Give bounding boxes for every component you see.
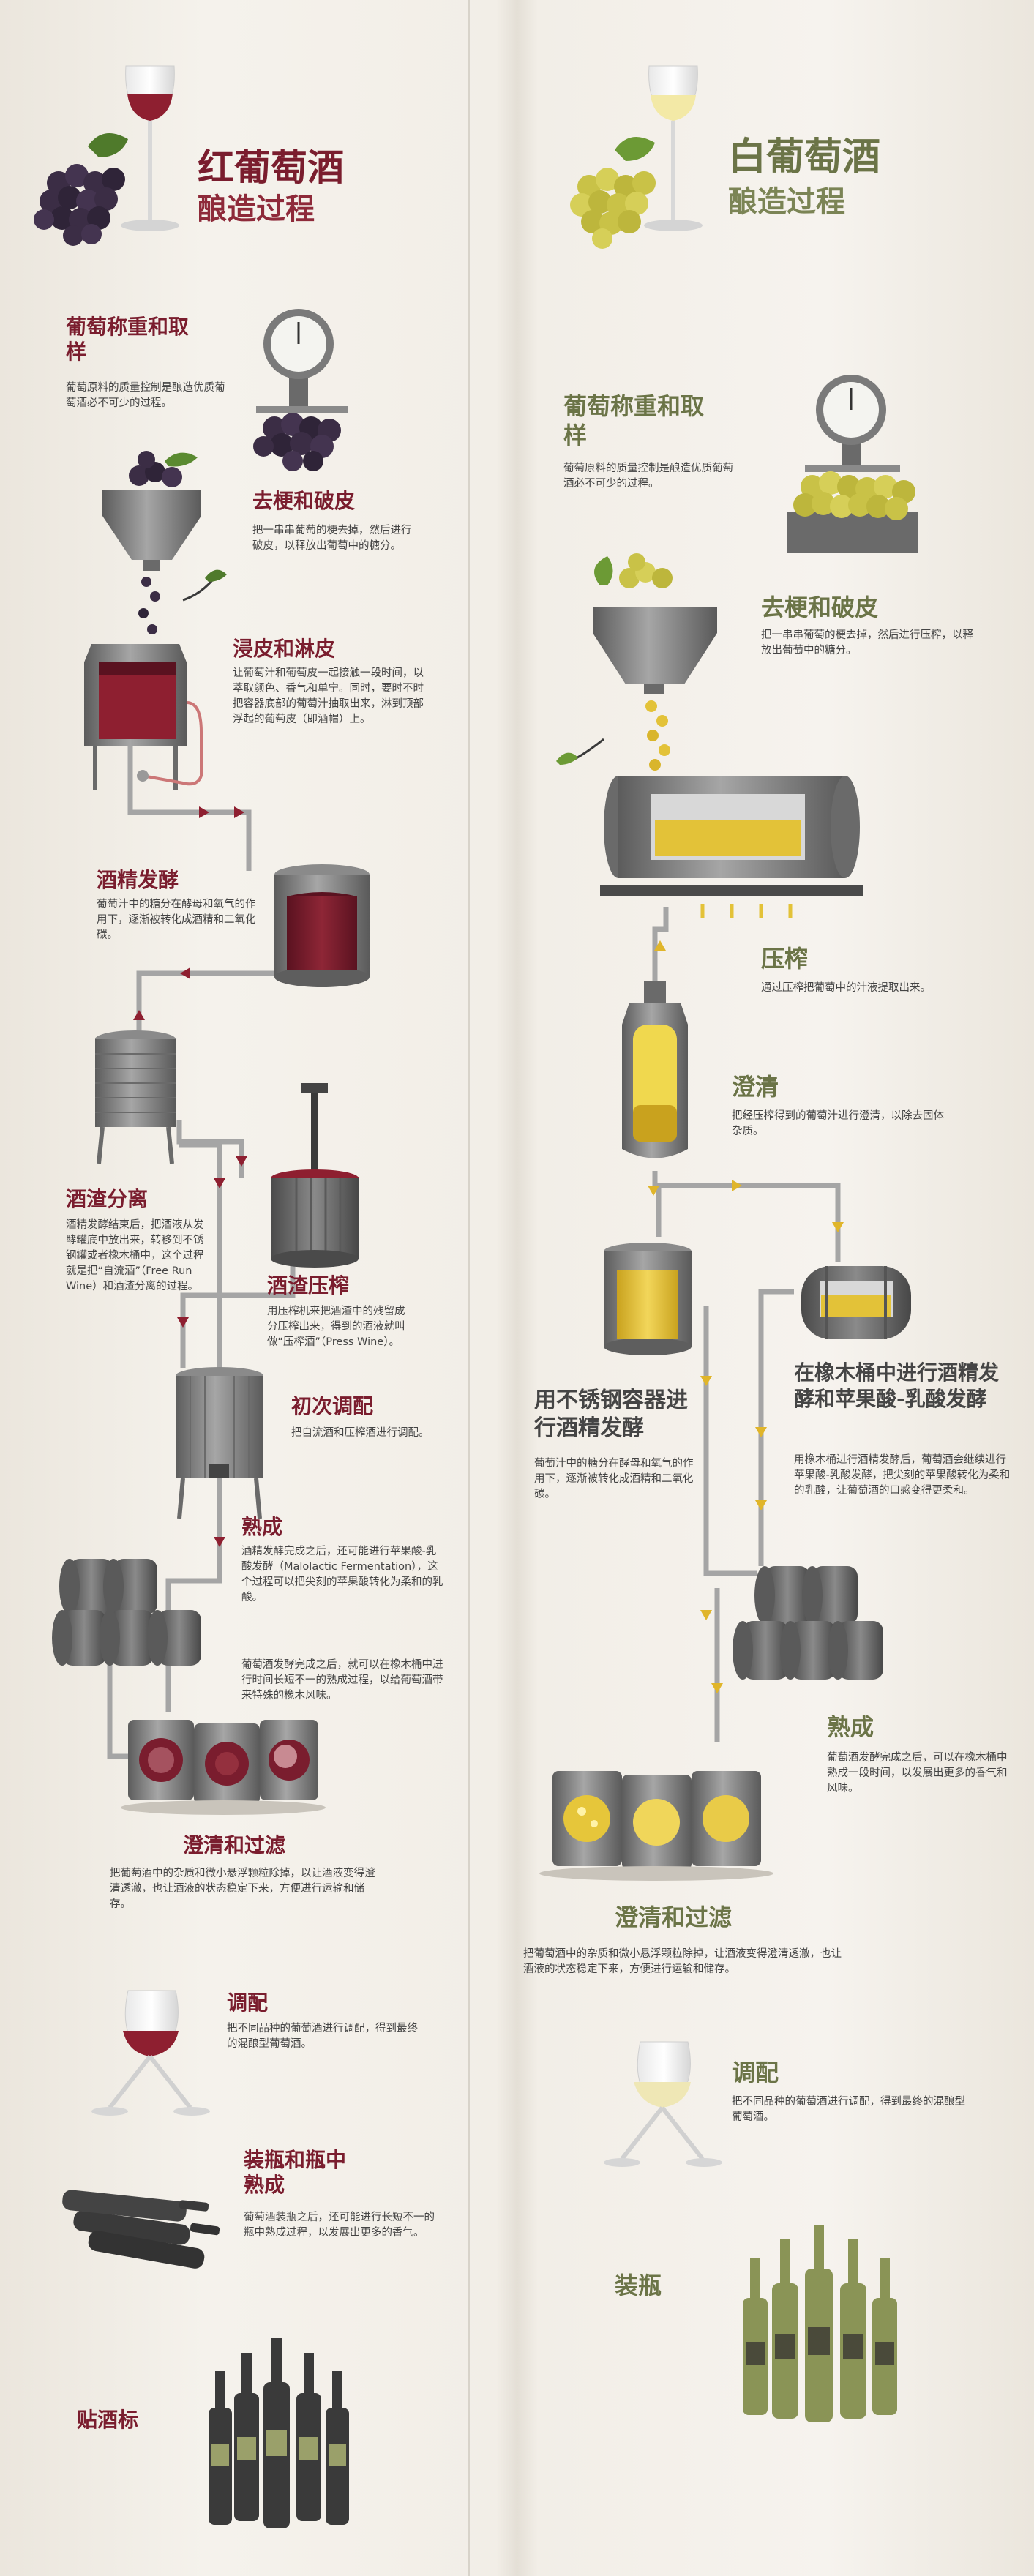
white-step-8-desc: 把葡萄酒中的杂质和微小悬浮颗粒除掉，让酒液变得澄清透澈，也让酒液的状态稳定下来，… [523, 1948, 842, 1975]
white-step-2-title: 去梗和破皮 [761, 594, 879, 621]
white-title: 白葡萄酒 [728, 135, 881, 179]
white-grape-bunch-icon [570, 137, 656, 249]
red-basket-press-icon [271, 1083, 359, 1268]
red-step-2-desc: 把一串串葡萄的梗去掉，然后进行破皮，以释放出葡萄中的糖分。 [252, 525, 412, 552]
red-step-6-desc: 用压榨机来把酒渣中的残留成分压榨出来，得到的酒液就叫做“压榨酒”（Press W… [267, 1306, 405, 1348]
red-step-6-title: 酒渣压榨 [267, 1273, 350, 1298]
red-step-7-title: 初次调配 [291, 1394, 374, 1418]
white-step-6-desc: 用橡木桶进行酒精发酵后，葡萄酒会继续进行苹果酸-乳酸发酵，把尖刻的苹果酸转化为柔… [794, 1454, 1011, 1497]
white-step-5-title: 用不锈钢容器进行酒精发酵 [534, 1388, 688, 1441]
red-scale-icon [253, 309, 348, 471]
red-transfer-tank-icon [95, 1030, 176, 1164]
red-step-11-desc: 葡萄酒装瓶之后，还可能进行长短不一的瓶中熟成过程，以发展出更多的香气。 [244, 2212, 435, 2239]
white-step-1-desc: 葡萄原料的质量控制是酿造优质葡萄酒必不可少的过程。 [563, 463, 733, 490]
white-scale-icon [787, 375, 918, 553]
white-step-3-title: 压榨 [761, 945, 809, 973]
white-tasting-glass-icon [604, 2041, 722, 2167]
white-step-7-title: 熟成 [827, 1713, 874, 1741]
white-step-2-desc: 把一串串葡萄的梗去掉，然后进行压榨，以释放出葡萄中的糖分。 [761, 629, 973, 656]
red-grape-bunch-icon [34, 133, 128, 246]
white-step-8-title: 澄清和过滤 [615, 1903, 733, 1931]
white-clarification-tank-icon [622, 981, 688, 1158]
white-step-5-desc: 葡萄汁中的糖分在酵母和氧气的作用下，逐渐被转化成酒精和二氧化碳。 [534, 1458, 694, 1500]
red-standing-bottles-icon [209, 2338, 349, 2528]
red-step-9-desc: 把葡萄酒中的杂质和微小悬浮颗粒除掉，以让酒液变得澄清透澈，也让酒液的状态稳定下来… [110, 1868, 375, 1910]
red-step-4-title: 酒精发酵 [97, 868, 179, 892]
white-standing-bottles-icon [743, 2225, 897, 2422]
red-step-3-title: 浸皮和淋皮 [233, 637, 336, 661]
white-step-4-title: 澄清 [732, 1073, 779, 1101]
white-subtitle: 酿造过程 [728, 185, 845, 219]
white-pipes [652, 907, 841, 1742]
red-destemmer-icon [102, 451, 227, 634]
red-step-10-title: 调配 [227, 1991, 269, 2015]
red-step-5-title: 酒渣分离 [66, 1187, 149, 1211]
red-maceration-tank-icon [84, 644, 203, 790]
white-step-10-title: 装瓶 [615, 2272, 662, 2299]
red-fermentation-vat-icon [274, 864, 370, 987]
red-subtitle: 酿造过程 [198, 192, 315, 226]
white-step-3-desc: 通过压榨把葡萄中的汁液提取出来。 [761, 982, 931, 994]
white-oak-barrel-icon [801, 1266, 911, 1339]
white-stainless-tank-icon [604, 1243, 692, 1355]
white-press-icon [600, 776, 863, 918]
red-lying-bottles-icon [62, 2190, 220, 2269]
red-title: 红葡萄酒 [198, 146, 344, 189]
red-step-4-desc: 葡萄汁中的糖分在酵母和氧气的作用下，逐渐被转化成酒精和二氧化碳。 [97, 899, 256, 941]
red-step-11-title: 装瓶和瓶中熟成 [244, 2148, 347, 2197]
red-barrel-stack-icon [52, 1559, 201, 1666]
red-tasting-glass-icon [91, 1990, 210, 2116]
red-step-8-title: 熟成 [241, 1515, 283, 1539]
white-destemmer-icon [556, 553, 717, 771]
red-blending-tank-icon [176, 1367, 263, 1519]
column-divider [468, 0, 470, 2576]
white-step-1-title: 葡萄称重和取样 [563, 392, 705, 449]
red-step-3-desc: 让葡萄汁和葡萄皮一起接触一段时间，以萃取颜色、香气和单宁。同时，要时不时把容器底… [233, 667, 424, 725]
red-step-1-title: 葡萄称重和取样 [66, 315, 190, 364]
white-step-9-title: 调配 [732, 2059, 779, 2086]
white-glass-icon [644, 65, 703, 231]
red-step-5-desc: 酒精发酵结束后，把酒液从发酵罐底中放出来，转移到不锈钢罐或者橡木桶中，这个过程就… [66, 1219, 204, 1292]
red-step-9-title: 澄清和过滤 [183, 1833, 286, 1857]
white-step-7-desc: 葡萄酒发酵完成之后，可以在橡木桶中熟成一段时间，以发展出更多的香气和风味。 [827, 1752, 1008, 1794]
white-step-4-desc: 把经压榨得到的葡萄汁进行澄清，以除去固体杂质。 [732, 1110, 944, 1137]
white-step-9-desc: 把不同品种的葡萄酒进行调配，得到最终的混酿型葡萄酒。 [732, 2096, 965, 2123]
red-step-1-desc: 葡萄原料的质量控制是酿造优质葡萄酒必不可少的过程。 [66, 382, 225, 409]
white-filtration-tanks-icon [539, 1771, 773, 1881]
red-step-10-desc: 把不同品种的葡萄酒进行调配，得到最终的混酿型葡萄酒。 [227, 2023, 418, 2050]
red-step-7-desc: 把自流酒和压榨酒进行调配。 [291, 1427, 430, 1439]
red-flow-arrows [104, 806, 247, 1657]
red-step-12-title: 贴酒标 [77, 2408, 139, 2432]
red-filtration-tanks-icon [121, 1720, 326, 1815]
red-glass-icon [121, 65, 179, 231]
white-flow-arrows [648, 940, 844, 1693]
white-barrel-stack-icon [733, 1566, 883, 1680]
white-step-6-title: 在橡木桶中进行酒精发酵和苹果酸-乳酸发酵 [794, 1360, 1000, 1411]
red-step-8-desc-2: 葡萄酒发酵完成之后，就可以在橡木桶中进行时间长短不一的熟成过程，以给葡萄酒带来特… [241, 1659, 443, 1701]
red-step-2-title: 去梗和破皮 [252, 489, 356, 513]
red-step-8-desc: 酒精发酵完成之后，还可能进行苹果酸-乳酸发酵（Malolactic Fermen… [241, 1546, 443, 1603]
